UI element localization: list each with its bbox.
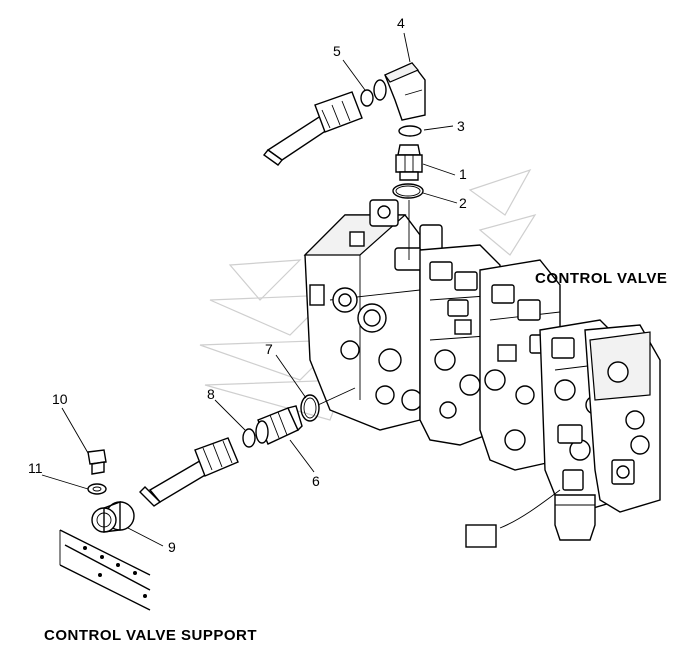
callout-6: 6 [312,473,320,489]
o-ring-7 [300,394,320,422]
washer-11 [87,483,107,495]
elbow-fitting-4 [373,62,426,121]
adapter-6 [255,405,303,445]
lower-hose-fitting [139,437,239,507]
callout-2: 2 [459,195,467,211]
callout-9: 9 [168,539,176,555]
o-ring-2 [392,183,424,199]
leader-lines [41,32,458,547]
control-valve-support-label: CONTROL VALVE SUPPORT [44,627,257,644]
callout-3: 3 [457,118,465,134]
o-ring-3 [398,125,422,137]
callout-7: 7 [265,341,273,357]
o-ring-5 [360,89,374,107]
callout-8: 8 [207,386,215,402]
bolt-10 [87,449,107,475]
control-valve-label: CONTROL VALVE [535,270,667,287]
callout-11: 11 [28,460,43,476]
top-hose-fitting [262,91,363,166]
o-ring-8 [242,428,256,448]
callout-4: 4 [397,15,405,31]
bushing-9 [91,500,135,533]
callout-10: 10 [52,391,68,407]
control-valve-support [59,529,151,611]
callout-5: 5 [333,43,341,59]
control-valve-assembly [303,199,661,548]
adapter-1 [395,144,423,181]
callout-1: 1 [459,166,467,182]
